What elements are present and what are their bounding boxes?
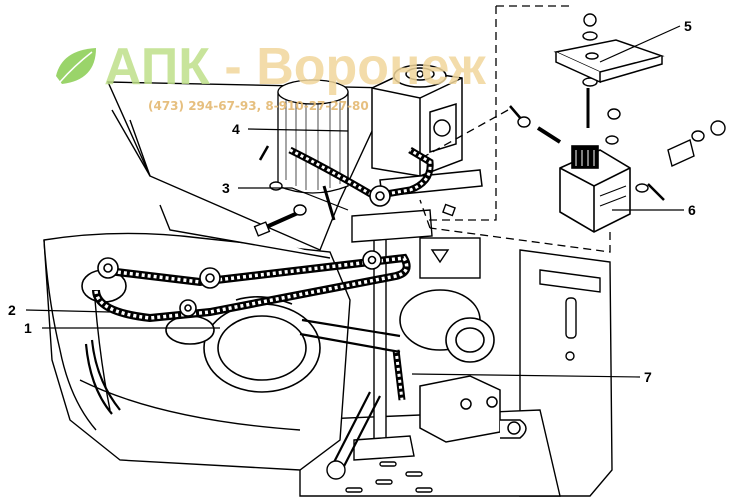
callout-label-7: 7 <box>644 369 652 385</box>
leader-line-4 <box>247 128 349 132</box>
leaf-logo-icon <box>56 48 96 84</box>
leader-line-2 <box>25 309 111 313</box>
callout-label-6: 6 <box>688 202 696 218</box>
leader-line-5 <box>599 25 681 63</box>
watermark-brand-left: АПК <box>104 38 210 96</box>
watermark: АПК - Воронеж (473) 294-67-93, 8-910-27-… <box>56 38 487 113</box>
leader-line-7 <box>411 373 641 378</box>
callout-label-4: 4 <box>232 121 240 137</box>
belts <box>84 318 401 475</box>
bracket-7 <box>419 375 527 443</box>
leader-line-3 <box>238 187 349 211</box>
drive-drums <box>81 269 495 393</box>
callout-label-2: 2 <box>8 302 16 318</box>
watermark-brand: АПК - Воронеж <box>104 38 487 96</box>
watermark-brand-dash: - <box>210 38 256 96</box>
callout-label-1: 1 <box>24 320 32 336</box>
callout-labels: 1 2 3 4 5 6 7 <box>8 18 696 385</box>
watermark-brand-right: Воронеж <box>256 38 486 96</box>
sprockets <box>97 185 391 317</box>
exploded-view-dashed-frame <box>417 5 611 253</box>
callouts <box>25 25 684 378</box>
hardware-parts <box>253 13 726 237</box>
watermark-phones: (473) 294-67-93, 8-910-27-27-80 <box>148 99 369 113</box>
callout-label-3: 3 <box>222 180 230 196</box>
plate-5 <box>553 39 665 84</box>
floor-bolts <box>326 460 433 493</box>
electromagnet-6 <box>559 145 631 233</box>
callout-label-5: 5 <box>684 18 692 34</box>
